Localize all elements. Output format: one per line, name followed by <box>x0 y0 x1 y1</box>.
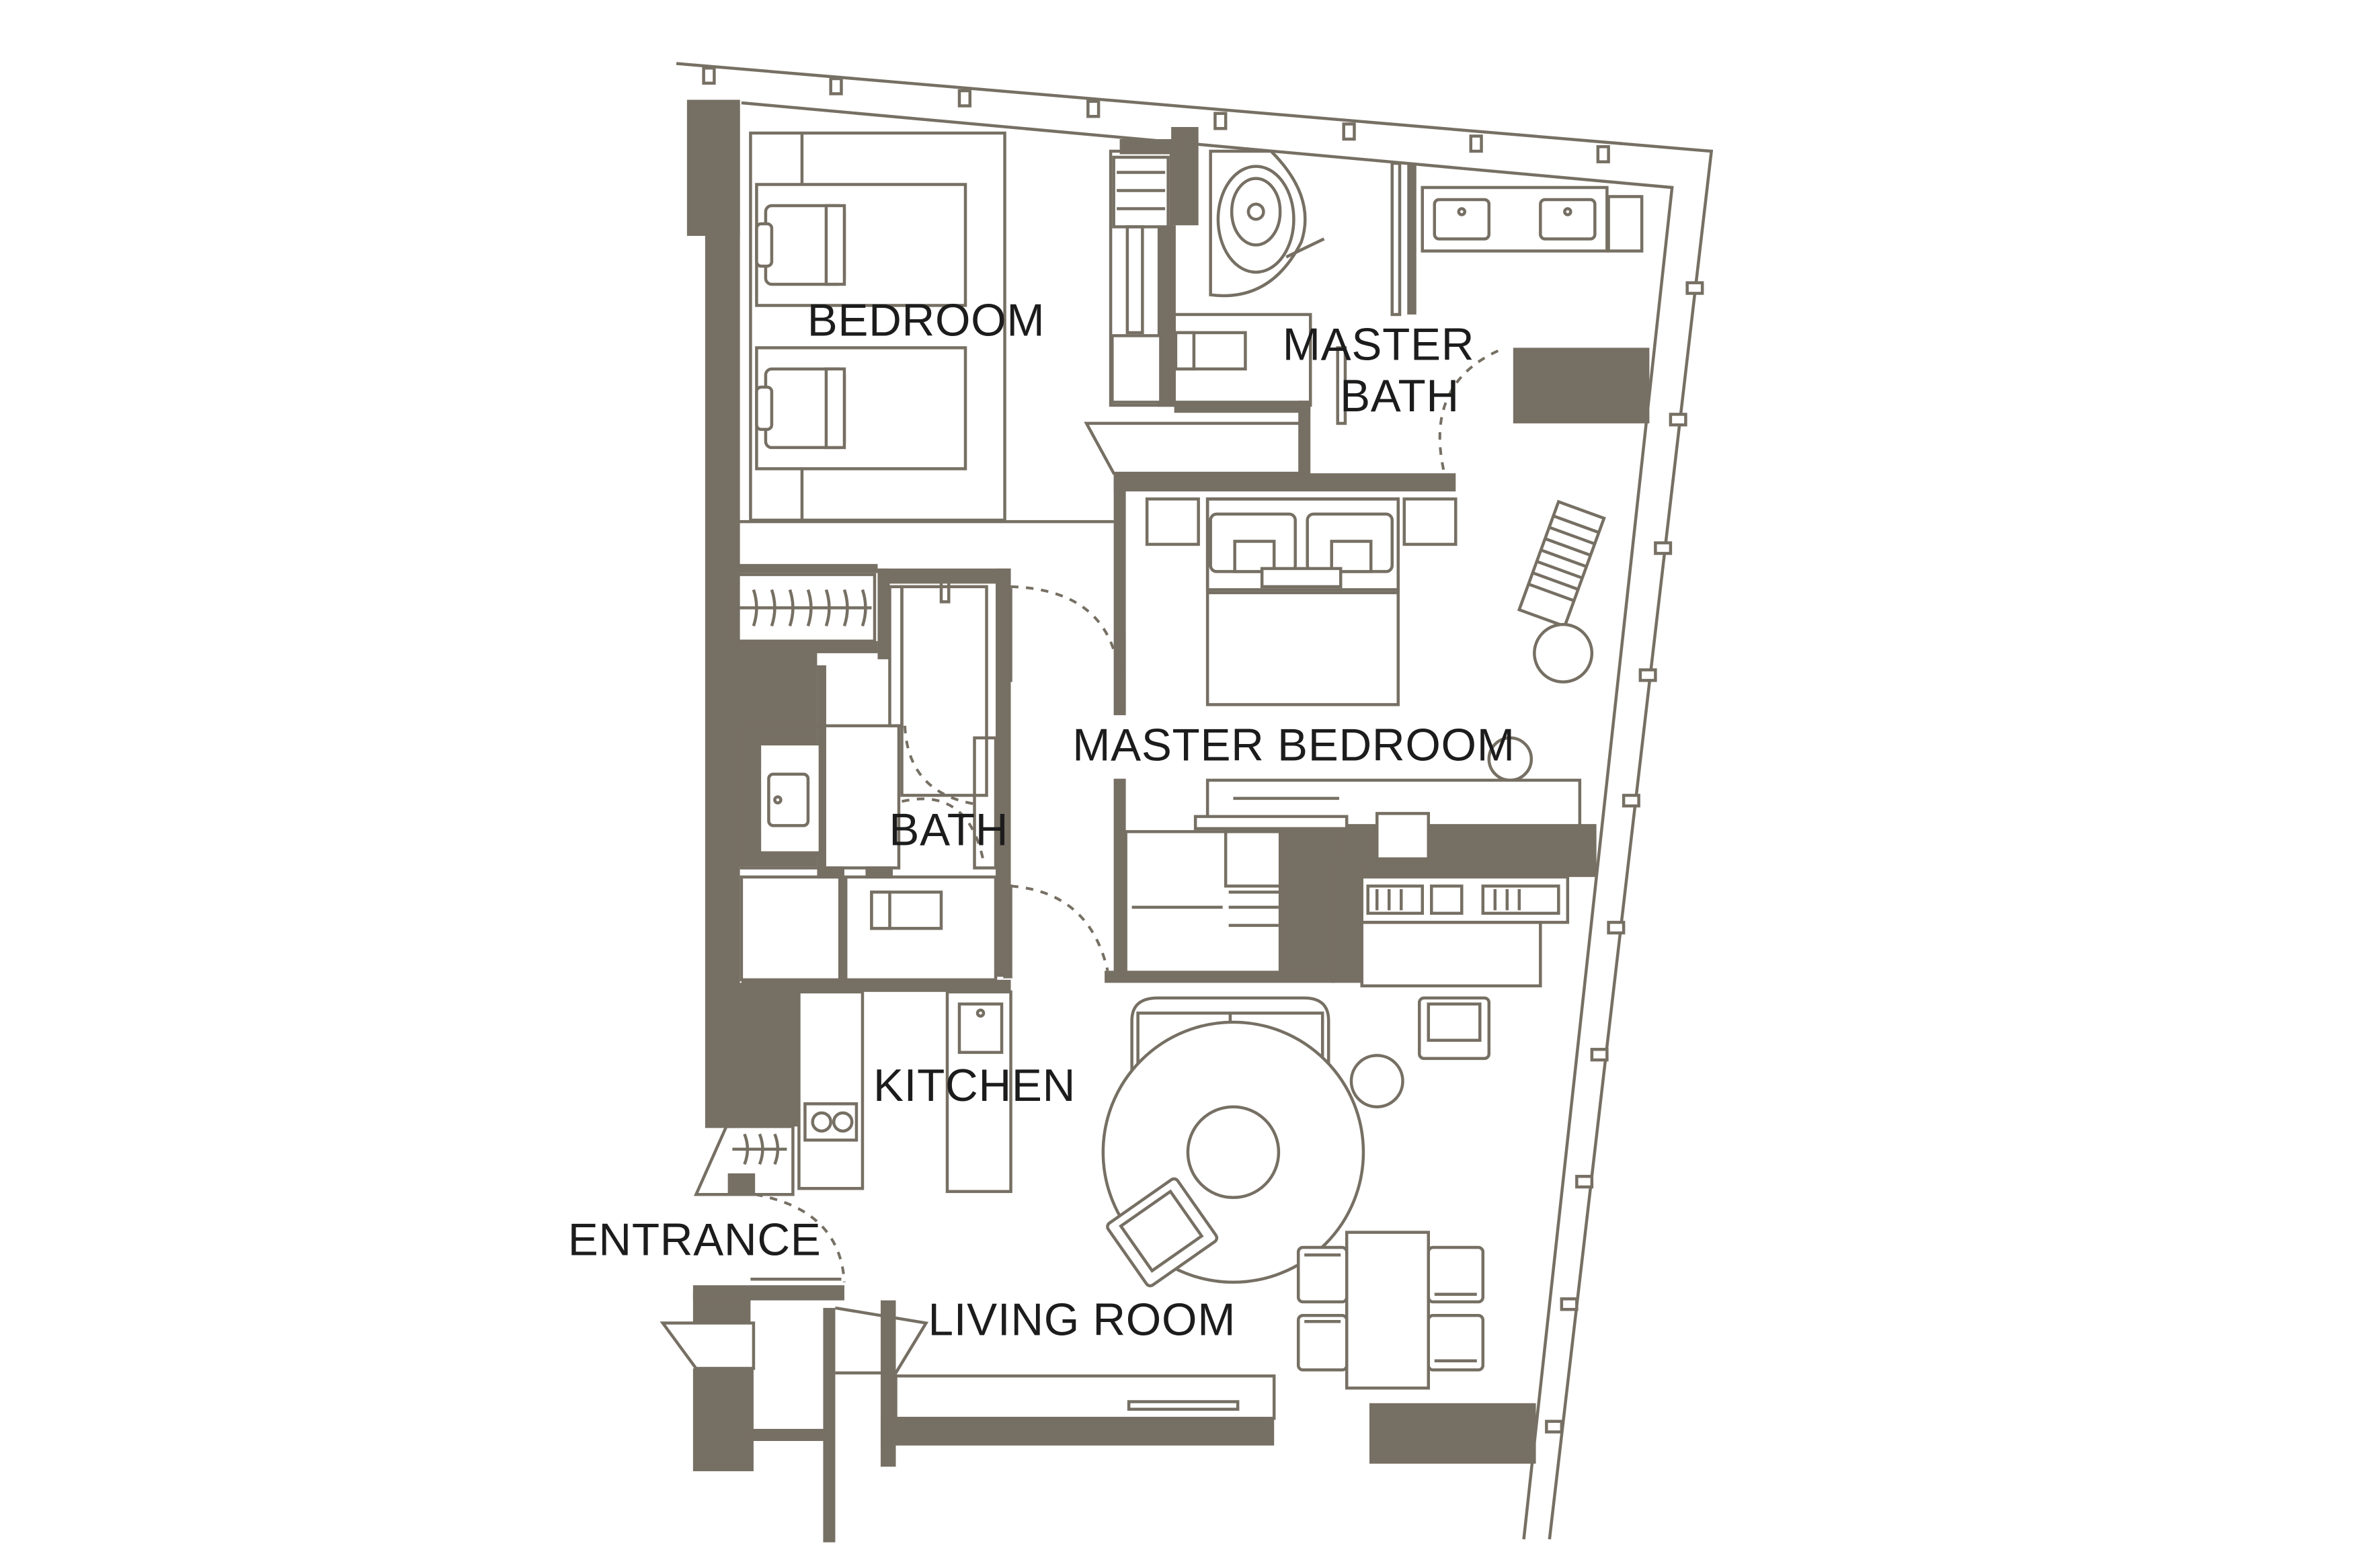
label-bath: BATH <box>889 805 1008 856</box>
closet-hangers-icon <box>731 573 877 643</box>
shelves-icon <box>1112 155 1170 229</box>
walls <box>686 99 1650 1542</box>
master-bath-area <box>1109 149 1644 477</box>
label-bedroom: BEDROOM <box>807 295 1045 345</box>
desk-icon <box>1193 778 1582 861</box>
bath-area <box>740 579 1012 982</box>
room-labels: BEDROOM MASTER BATH MASTER BEDROOM BATH … <box>568 295 1515 1345</box>
bathtub-icon <box>1209 149 1325 298</box>
kitchen-area <box>797 884 1109 1194</box>
dining-table-icon <box>1296 1231 1485 1390</box>
lounge-chair-icon <box>1517 499 1606 628</box>
wardrobe-icon <box>1124 830 1282 976</box>
label-master-bedroom: MASTER BEDROOM <box>1072 720 1515 771</box>
double-vanity-icon <box>1421 185 1644 253</box>
passage <box>732 421 1306 524</box>
label-master-bath-line2: BATH <box>1340 371 1460 421</box>
label-kitchen: KITCHEN <box>873 1061 1076 1111</box>
side-table-icon <box>1349 1054 1404 1109</box>
label-master-bath-line1: MASTER <box>1283 319 1474 370</box>
side-table-icon <box>1533 622 1594 684</box>
label-living-room: LIVING ROOM <box>928 1295 1236 1346</box>
living-room-area <box>894 996 1491 1420</box>
sink-icon <box>758 742 822 855</box>
armchair-icon <box>1306 512 1394 573</box>
window-mullions <box>702 66 1704 1434</box>
exterior-facade <box>676 62 1714 1540</box>
entrance-area <box>660 1124 929 1375</box>
armchair-icon <box>1209 512 1297 573</box>
island-counter-icon <box>945 990 1012 1194</box>
tv-console-icon <box>894 1374 1276 1420</box>
armchair-icon <box>1106 1177 1219 1288</box>
toilet-icon <box>1174 331 1247 371</box>
bookshelf-icon <box>1360 875 1570 988</box>
label-entrance: ENTRANCE <box>568 1214 822 1265</box>
armchair-icon <box>755 204 846 286</box>
toilet-icon <box>870 891 943 930</box>
master-bedroom-area <box>1010 497 1606 988</box>
counter-icon <box>797 990 865 1190</box>
armchair-icon <box>755 367 846 450</box>
armchair-icon <box>1418 996 1491 1061</box>
